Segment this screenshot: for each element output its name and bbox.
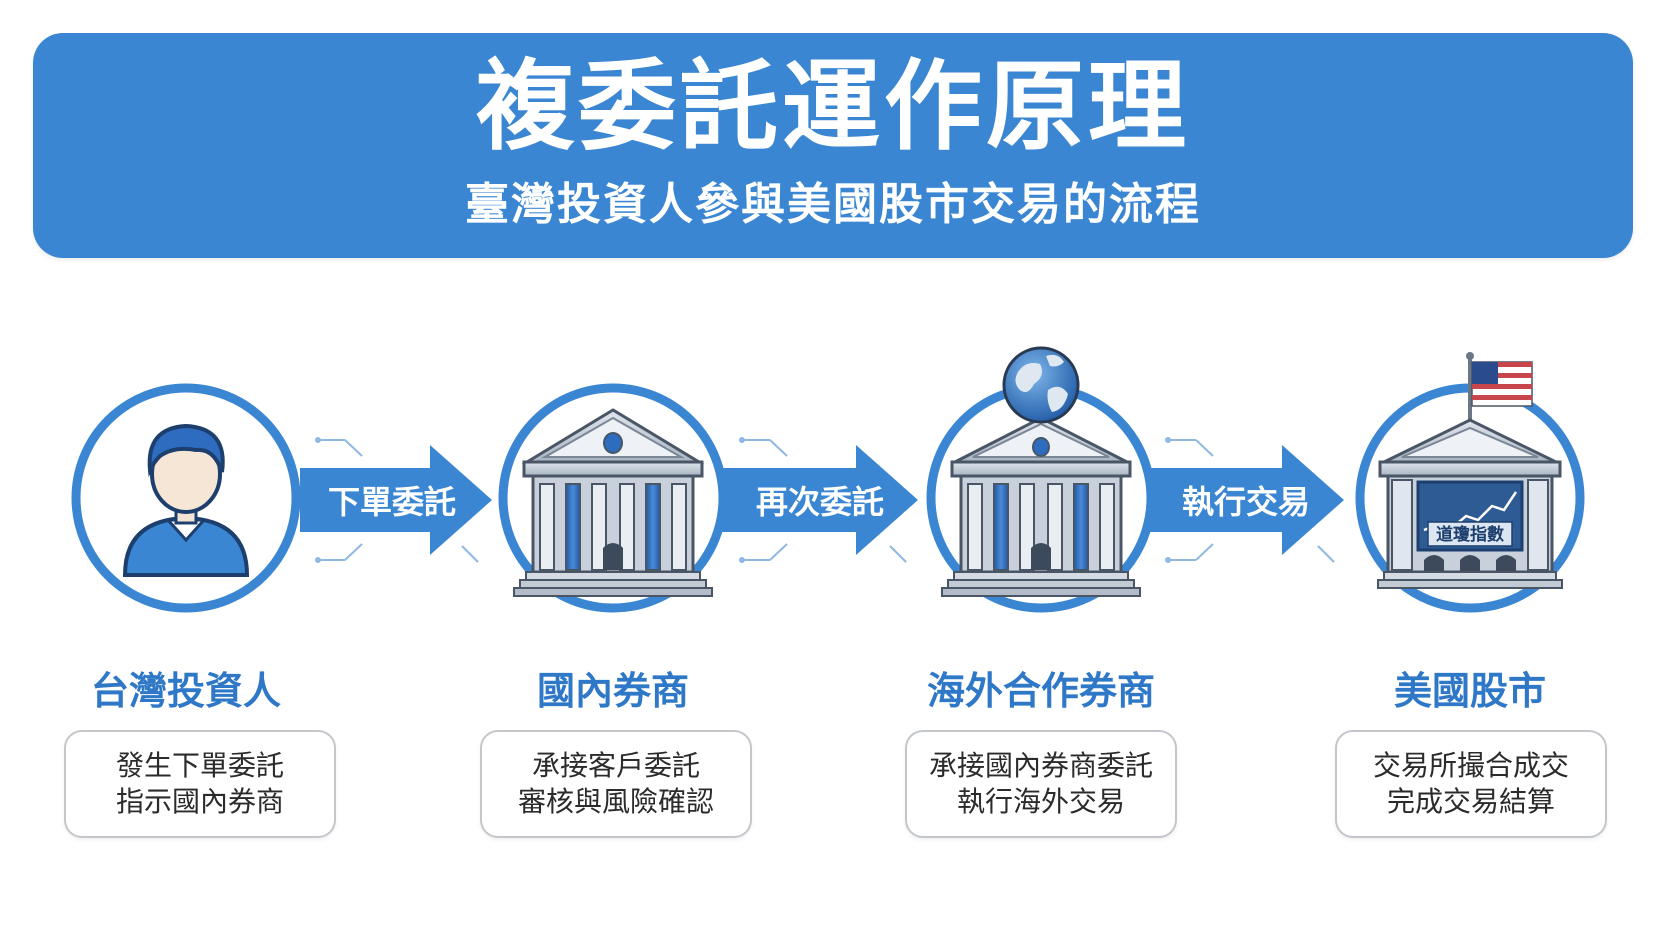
stock-exchange-icon bbox=[1355, 352, 1585, 613]
desc-line: 完成交易結算 bbox=[1386, 785, 1555, 818]
bank-globe-icon bbox=[926, 346, 1156, 613]
desc-box-investor: 發生下單委託 指示國內券商 bbox=[64, 730, 336, 838]
desc-box-us-market: 交易所撮合成交 完成交易結算 bbox=[1335, 730, 1607, 838]
arrow-3 bbox=[1150, 437, 1344, 563]
desc-box-overseas-broker: 承接國內券商委託 執行海外交易 bbox=[905, 730, 1177, 838]
arrow-label-1: 下單委託 bbox=[328, 483, 456, 521]
desc-line: 承接國內券商委託 bbox=[928, 749, 1153, 782]
exchange-screen-label: 道瓊指數 bbox=[1436, 524, 1504, 545]
us-flag-icon bbox=[1466, 352, 1533, 420]
desc-line: 交易所撮合成交 bbox=[1372, 749, 1569, 782]
desc-line: 審核與風險確認 bbox=[517, 785, 714, 818]
page-subtitle: 臺灣投資人參與美國股市交易的流程 bbox=[465, 179, 1201, 230]
desc-line: 執行海外交易 bbox=[956, 785, 1125, 818]
desc-line: 發生下單委託 bbox=[115, 749, 284, 782]
desc-line: 承接客戶委託 bbox=[531, 749, 700, 782]
desc-line: 指示國內券商 bbox=[115, 785, 284, 818]
investor-icon bbox=[71, 383, 301, 613]
arrow-label-3: 執行交易 bbox=[1182, 483, 1310, 521]
step-title-overseas-broker: 海外合作券商 bbox=[926, 669, 1155, 713]
step-title-domestic-broker: 國內券商 bbox=[536, 669, 689, 713]
step-title-us-market: 美國股市 bbox=[1393, 669, 1546, 713]
arrow-2 bbox=[722, 437, 918, 563]
header-banner bbox=[33, 33, 1633, 258]
desc-box-domestic-broker: 承接客戶委託 審核與風險確認 bbox=[480, 730, 752, 838]
arrow-1 bbox=[300, 437, 492, 563]
page-title: 複委託運作原理 bbox=[475, 50, 1190, 164]
arrow-label-2: 再次委託 bbox=[756, 483, 884, 521]
step-title-investor: 台灣投資人 bbox=[90, 669, 281, 713]
bank-building-icon bbox=[498, 383, 728, 613]
